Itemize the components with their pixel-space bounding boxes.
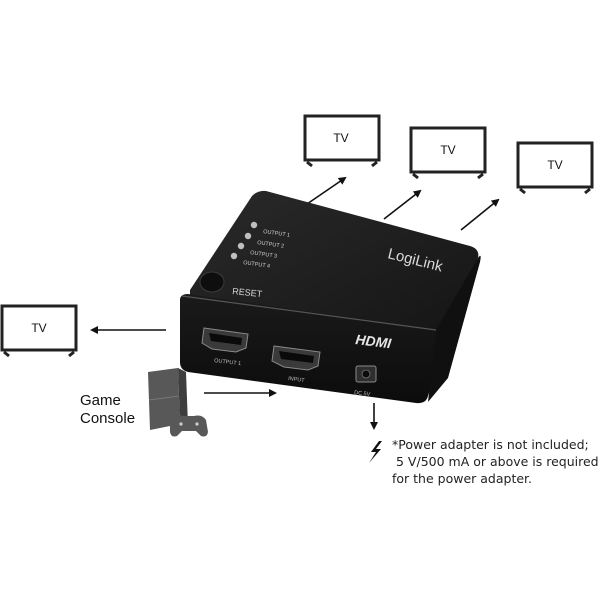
arrow-to-tv-2	[383, 189, 422, 220]
dc-power-port[interactable]	[355, 365, 377, 383]
power-note-line-3: for the power adapter.	[392, 471, 533, 486]
tv-1: TV	[303, 114, 381, 168]
game-console-label: Game Console	[80, 392, 135, 428]
tv-2: TV	[409, 126, 487, 180]
lightning-icon	[369, 441, 382, 463]
led-output-3	[237, 242, 245, 250]
reset-label: RESET	[232, 286, 263, 299]
led-label-output-2: OUTPUT 2	[257, 240, 285, 250]
hdmi-logo: HDMI	[355, 331, 394, 351]
led-output-2	[244, 232, 252, 240]
tv-label: TV	[440, 143, 455, 157]
reset-button[interactable]	[199, 271, 225, 293]
power-note-line-1: *Power adapter is not included;	[392, 437, 589, 452]
led-label-output-1: OUTPUT 1	[263, 229, 291, 239]
power-adapter-note: *Power adapter is not included; 5 V/500 …	[392, 436, 599, 487]
hdmi-splitter: OUTPUT 1 OUTPUT 2 OUTPUT 3 OUTPUT 4 RESE…	[180, 190, 481, 404]
tv-4: TV	[0, 304, 78, 358]
power-note-line-2: 5 V/500 mA or above is required	[396, 454, 599, 469]
led-output-1	[250, 221, 258, 229]
game-console-label-line1: Game	[80, 392, 121, 409]
tv-label: TV	[547, 158, 562, 172]
game-console-label-line2: Console	[80, 410, 136, 427]
arrow-to-tv-3	[460, 198, 500, 231]
led-output-4	[230, 252, 238, 260]
tv-label: TV	[333, 131, 348, 145]
port-label-dc: DC 5V	[354, 390, 371, 398]
tv-3: TV	[516, 141, 594, 195]
game-console-icon	[148, 368, 208, 437]
arrow-to-tv-1	[306, 176, 347, 205]
port-label-input: INPUT	[288, 376, 306, 384]
hdmi-output-1-port[interactable]	[201, 327, 249, 353]
hdmi-input-port[interactable]	[271, 345, 321, 371]
tv-label: TV	[31, 321, 46, 335]
led-label-output-3: OUTPUT 3	[250, 250, 278, 260]
port-label-output-1: OUTPUT 1	[214, 358, 242, 367]
led-label-output-4: OUTPUT 4	[243, 260, 271, 270]
